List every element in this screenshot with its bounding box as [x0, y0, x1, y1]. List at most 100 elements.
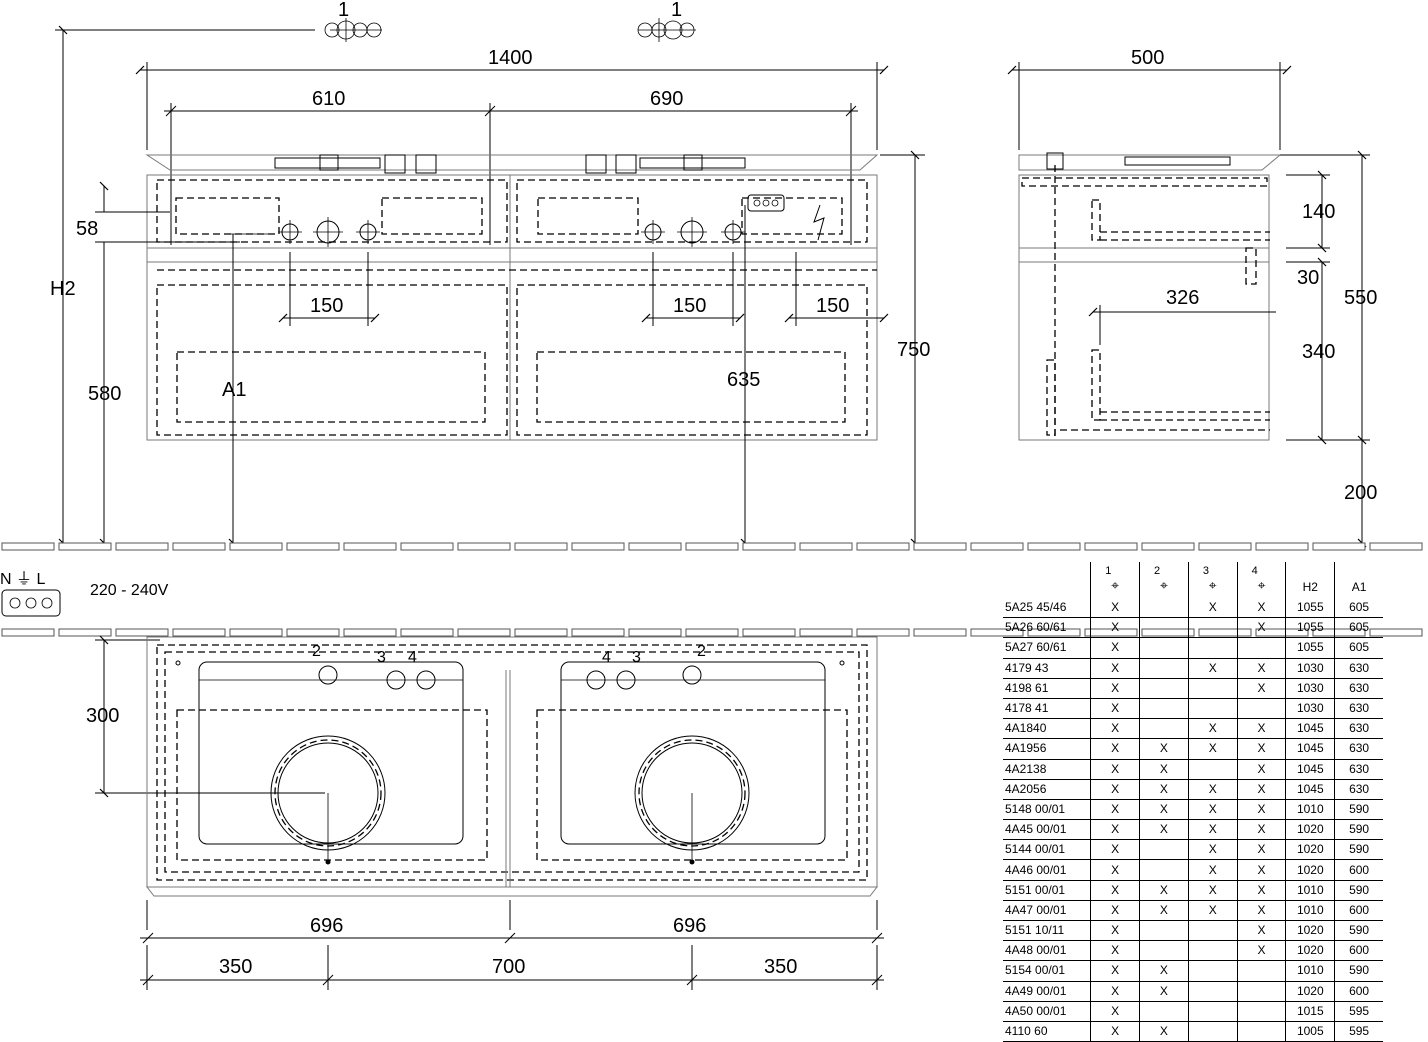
label-a1: A1: [222, 379, 246, 401]
tap-option-cell: X: [1139, 779, 1189, 800]
tap-option-cell: X: [1187, 819, 1238, 841]
tap-option-cell: [1187, 1021, 1238, 1042]
tap-option-cell: [1187, 981, 1238, 1002]
h2-value: 1055: [1285, 617, 1335, 639]
dim-500: 500: [1131, 47, 1164, 69]
h2-value: 1020: [1285, 920, 1335, 942]
tap-option-cell: X: [1236, 658, 1286, 679]
tap-option-cell: X: [1090, 859, 1140, 881]
tap-option-cell: X: [1236, 880, 1286, 901]
tap-option-cell: X: [1090, 738, 1140, 760]
tap-option-cell: X: [1090, 819, 1140, 841]
dim-340: 340: [1302, 341, 1335, 363]
product-code: 4179 43: [1003, 658, 1091, 679]
tap-option-cell: X: [1139, 738, 1189, 760]
h2-value: 1020: [1285, 839, 1335, 861]
tap-option-cell: [1139, 1001, 1189, 1022]
tap-right-2: 2: [697, 643, 706, 660]
lightning-icon: [813, 204, 825, 241]
dim-550: 550: [1344, 287, 1377, 309]
tap-marker-left-label: 1: [338, 0, 349, 21]
tap-option-cell: X: [1139, 759, 1189, 780]
tap-option-cell: [1236, 1021, 1286, 1042]
tap-option-cell: X: [1236, 617, 1286, 639]
tap-marker-right: 1: [637, 0, 696, 42]
basin-left-width: 696: [310, 915, 343, 937]
product-code: 5151 00/01: [1003, 880, 1091, 901]
tap-option-cell: [1187, 698, 1238, 720]
product-code: 4198 61: [1003, 678, 1091, 699]
tap-option-cell: X: [1139, 799, 1189, 821]
tap-option-cell: [1139, 678, 1189, 699]
tap-option-cell: X: [1090, 637, 1140, 659]
tap-option-cell: [1236, 1001, 1286, 1022]
tap-position-icon: ⌖: [1208, 577, 1217, 593]
tap-option-cell: X: [1236, 598, 1286, 619]
a1-value: 600: [1334, 981, 1383, 1002]
dim-690: 690: [650, 88, 683, 110]
h2-value: 1055: [1285, 598, 1335, 619]
tap-option-cell: X: [1236, 940, 1286, 962]
dim-610: 610: [312, 88, 345, 110]
socket-icon: [747, 194, 785, 212]
h2-value: 1020: [1285, 859, 1335, 881]
tap-right-4: 4: [602, 649, 611, 666]
a1-value: 605: [1334, 617, 1383, 639]
tap-option-cell: X: [1236, 799, 1286, 821]
product-code: 4110 60: [1003, 1021, 1091, 1042]
tap-option-cell: X: [1090, 799, 1140, 821]
a1-value: 590: [1334, 819, 1383, 841]
a1-value: 600: [1334, 859, 1383, 881]
product-code: 5A27 60/61: [1003, 637, 1091, 659]
tap-option-cell: X: [1187, 900, 1238, 922]
tap-option-cell: X: [1090, 617, 1140, 639]
tap-option-cell: [1187, 920, 1238, 942]
basin-right-width: 696: [673, 915, 706, 937]
tap-option-cell: [1187, 678, 1238, 699]
h2-label: H2: [50, 278, 76, 300]
tap-option-cell: X: [1236, 738, 1286, 760]
tap-option-cell: X: [1236, 819, 1286, 841]
voltage-label: 220 - 240V: [90, 582, 169, 599]
tap-option-cell: [1139, 658, 1189, 679]
dim-140: 140: [1302, 201, 1335, 223]
tap-option-cell: X: [1090, 598, 1140, 619]
tap-left-4: 4: [408, 649, 417, 666]
tap-option-cell: X: [1139, 819, 1189, 841]
dist-left: 350: [219, 956, 252, 978]
tap-option-cell: X: [1187, 658, 1238, 679]
dim-150-left: 150: [310, 295, 343, 317]
table-header-h2: H2: [1285, 562, 1335, 598]
tap-position-icon: ⌖: [1257, 577, 1266, 593]
tap-option-cell: X: [1090, 880, 1140, 901]
table-header-2: 2⌖: [1139, 562, 1189, 598]
a1-value: 630: [1334, 698, 1383, 720]
tap-option-cell: [1187, 1001, 1238, 1022]
tap-option-cell: X: [1090, 678, 1140, 699]
dim-150-mid: 150: [673, 295, 706, 317]
h2-value: 1020: [1285, 819, 1335, 841]
tap-option-cell: X: [1090, 658, 1140, 679]
tap-option-cell: X: [1090, 920, 1140, 942]
tap-option-cell: [1139, 718, 1189, 740]
dim-635: 635: [727, 369, 760, 391]
h2-value: 1045: [1285, 718, 1335, 740]
tap-option-cell: [1139, 637, 1189, 659]
h2-value: 1010: [1285, 960, 1335, 982]
tap-option-cell: X: [1236, 900, 1286, 922]
plan-view: 300 2 3 4 4 3 2: [86, 635, 884, 990]
tap-option-cell: X: [1187, 880, 1238, 901]
h2-value: 1020: [1285, 981, 1335, 1002]
